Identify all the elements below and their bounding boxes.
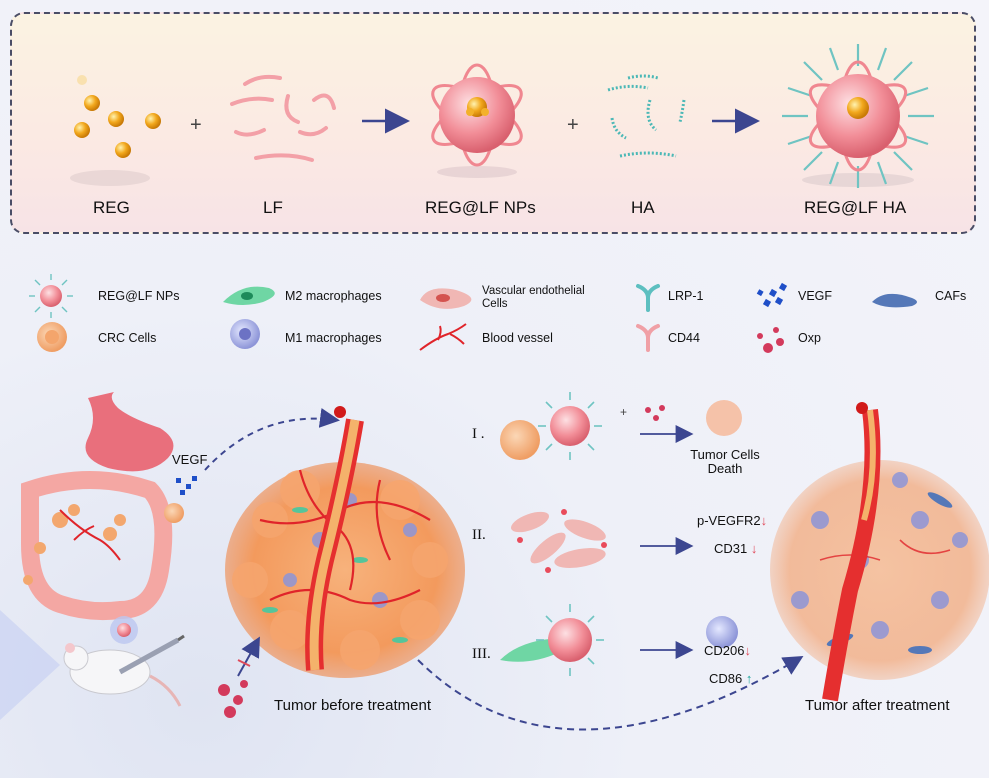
legend-label-np: REG@LF NPs	[98, 289, 180, 303]
label-tumor-after: Tumor after treatment	[805, 697, 950, 714]
label-vegf: VEGF	[172, 452, 208, 467]
mechanism-1-illustration: +	[500, 392, 742, 460]
stomach-colon-illustration	[21, 392, 174, 621]
legend-label-m2: M2 macrophages	[285, 289, 382, 303]
reg-lf-np-icon	[431, 63, 523, 178]
legend-oxp-icon	[757, 327, 784, 353]
mechanism-3-illustration	[500, 604, 738, 676]
svg-text:+: +	[620, 405, 627, 419]
legend-label-crc: CRC Cells	[98, 331, 157, 345]
svg-text:+: +	[567, 114, 579, 136]
legend-vegf-icon	[756, 282, 788, 308]
legend-np-icon	[29, 274, 73, 318]
label-lf: LF	[263, 198, 283, 217]
marker-cd31: CD31 ↓	[714, 541, 757, 556]
label-reg-lf-nps: REG@LF NPs	[425, 198, 536, 217]
up-arrow-icon: ↑	[745, 671, 753, 686]
label-step-1: I .	[472, 426, 485, 442]
label-step-3: III.	[472, 646, 491, 662]
mechanism-2-illustration	[511, 509, 694, 573]
legend-label-oxp: Oxp	[798, 331, 821, 345]
down-arrow-icon: ↓	[750, 541, 758, 556]
tumor-after-illustration	[770, 402, 989, 702]
down-arrow-icon: ↓	[760, 513, 768, 528]
legend-lrp1-icon	[636, 284, 660, 312]
mouse-illustration	[0, 610, 182, 720]
lf-strands-icon	[230, 74, 336, 162]
ha-strands-icon	[607, 74, 686, 158]
label-reg-lf-ha: REG@LF HA	[804, 198, 907, 217]
legend-label-endothelial: Vascular endothelial Cells	[482, 285, 585, 310]
label-reg: REG	[93, 198, 130, 217]
down-arrow-icon: ↓	[744, 643, 751, 658]
legend-label-cd44: CD44	[668, 331, 700, 345]
syringe-icon	[118, 634, 185, 675]
reg-particles-icon	[70, 75, 161, 186]
legend-caf-icon	[872, 293, 917, 308]
label-cd31: CD31	[714, 541, 748, 556]
svg-text:+: +	[190, 114, 202, 136]
legend-label-vegf: VEGF	[798, 289, 833, 303]
legend-blood-vessel-icon	[419, 323, 467, 351]
oxp-injection-icon	[218, 636, 260, 718]
legend-label-lrp1: LRP-1	[668, 289, 704, 303]
label-tumor-cell-death: Tumor Cells Death	[690, 447, 760, 476]
marker-cd206: CD206↓	[704, 643, 751, 658]
legend-label-blood-vessel: Blood vessel	[482, 331, 553, 345]
treatment-arrow	[417, 655, 804, 731]
crc-cell-small-icon	[164, 503, 184, 523]
label-step-2: II.	[472, 527, 486, 543]
legend-cd44-icon	[636, 324, 660, 352]
legend-label-cafs: CAFs	[935, 289, 967, 303]
label-tumor-before: Tumor before treatment	[274, 697, 432, 714]
legend-m1-macrophage-icon	[230, 319, 260, 349]
tumor-before-illustration	[225, 406, 465, 678]
marker-cd86: CD86 ↑	[709, 671, 752, 686]
reg-lf-ha-icon	[782, 44, 934, 188]
label-cd86: CD86	[709, 671, 743, 686]
legend-endothelial-icon	[420, 288, 472, 309]
legend-label-m1: M1 macrophages	[285, 331, 382, 345]
vegf-release-icon	[176, 476, 197, 495]
legend-crc-cell-icon	[37, 322, 67, 352]
vegf-arrow	[204, 408, 340, 471]
legend-m2-macrophage-icon	[223, 286, 275, 305]
marker-p-vegfr2: p-VEGFR2↓	[697, 513, 767, 528]
label-ha: HA	[631, 198, 655, 217]
label-p-vegfr2: p-VEGFR2	[697, 513, 761, 528]
label-cd206: CD206	[704, 643, 745, 658]
